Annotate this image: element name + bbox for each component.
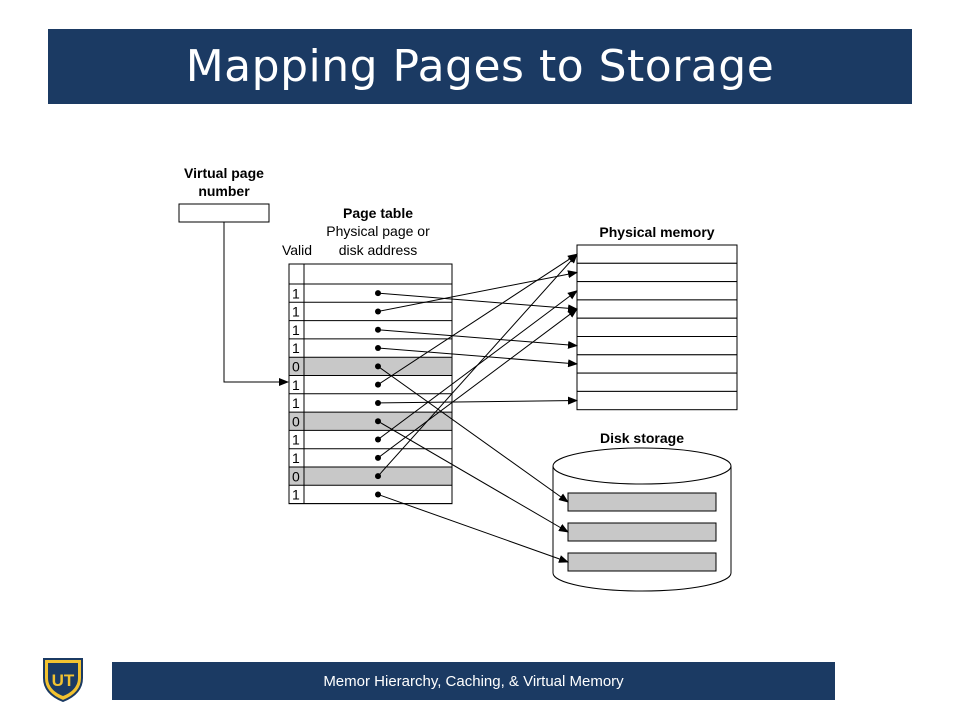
mapping-arrows [377, 253, 578, 563]
footer-text: Memor Hierarchy, Caching, & Virtual Memo… [323, 672, 624, 690]
invalid-row-shade [289, 467, 452, 486]
disk-storage [552, 447, 732, 592]
mapping-arrow [377, 292, 578, 313]
valid-bit: 0 [292, 468, 300, 484]
valid-bit: 1 [292, 322, 300, 338]
valid-bit: 0 [292, 413, 300, 429]
invalid-row-shade [289, 357, 452, 376]
footer-bar: Memor Hierarchy, Caching, & Virtual Memo… [112, 662, 835, 700]
valid-bit: 1 [292, 304, 300, 320]
disk-cylinder-top [552, 447, 732, 485]
mapping-arrow [377, 493, 569, 563]
valid-bit: 1 [292, 450, 300, 466]
mapping-arrow [377, 347, 578, 368]
disk-block [567, 522, 717, 542]
vpn-label-line2: number [198, 183, 250, 199]
valid-bit: 1 [292, 432, 300, 448]
physical-memory-frame [576, 262, 738, 283]
physical-memory-frame [576, 390, 738, 411]
physical-memory-frame [576, 317, 738, 338]
physical-memory-frame [576, 244, 738, 264]
mapping-arrow [377, 270, 578, 312]
physical-memory-label: Physical memory [599, 224, 714, 240]
mapping-arrow [377, 253, 578, 386]
physical-memory-frame [576, 299, 738, 319]
valid-bit: 1 [292, 377, 300, 393]
mapping-arrow [377, 308, 578, 459]
physical-memory-frame [576, 281, 738, 301]
physical-memory-frame [576, 372, 738, 392]
logo-text: UT [52, 671, 75, 690]
valid-bit: 1 [292, 487, 300, 503]
page-table-frame [288, 263, 453, 505]
valid-bit: 0 [292, 359, 300, 375]
page-table: 1 1 1 1 0 1 1 0 1 1 0 1 [288, 263, 453, 505]
vpn-label-line1: Virtual page [184, 165, 264, 181]
physical-memory [576, 244, 738, 411]
title-bar: Mapping Pages to Storage [48, 29, 912, 104]
page-table-label: Page table [343, 205, 413, 221]
mapping-arrow [377, 420, 569, 533]
physical-memory-frame [576, 336, 738, 356]
phys-or-disk-line2: disk address [339, 242, 418, 258]
mapping-arrow [377, 329, 578, 349]
valid-bit: 1 [292, 340, 300, 356]
vpn-to-table-arrow [223, 222, 289, 386]
invalid-row-shade [289, 412, 452, 431]
valid-bit: 1 [292, 285, 300, 301]
university-shield-logo: UT [41, 656, 85, 707]
slide-title: Mapping Pages to Storage [185, 41, 775, 92]
disk-storage-label: Disk storage [600, 430, 684, 446]
vpn-box [178, 203, 270, 223]
valid-label: Valid [282, 242, 312, 258]
mapping-arrow [377, 396, 578, 405]
mapping-arrow [377, 365, 569, 503]
disk-blocks [567, 492, 717, 572]
phys-or-disk-line1: Physical page or [326, 223, 430, 239]
physical-memory-frame [576, 354, 738, 374]
disk-block [567, 492, 717, 512]
mapping-arrow [377, 253, 578, 477]
valid-bit: 1 [292, 395, 300, 411]
disk-block [567, 552, 717, 572]
